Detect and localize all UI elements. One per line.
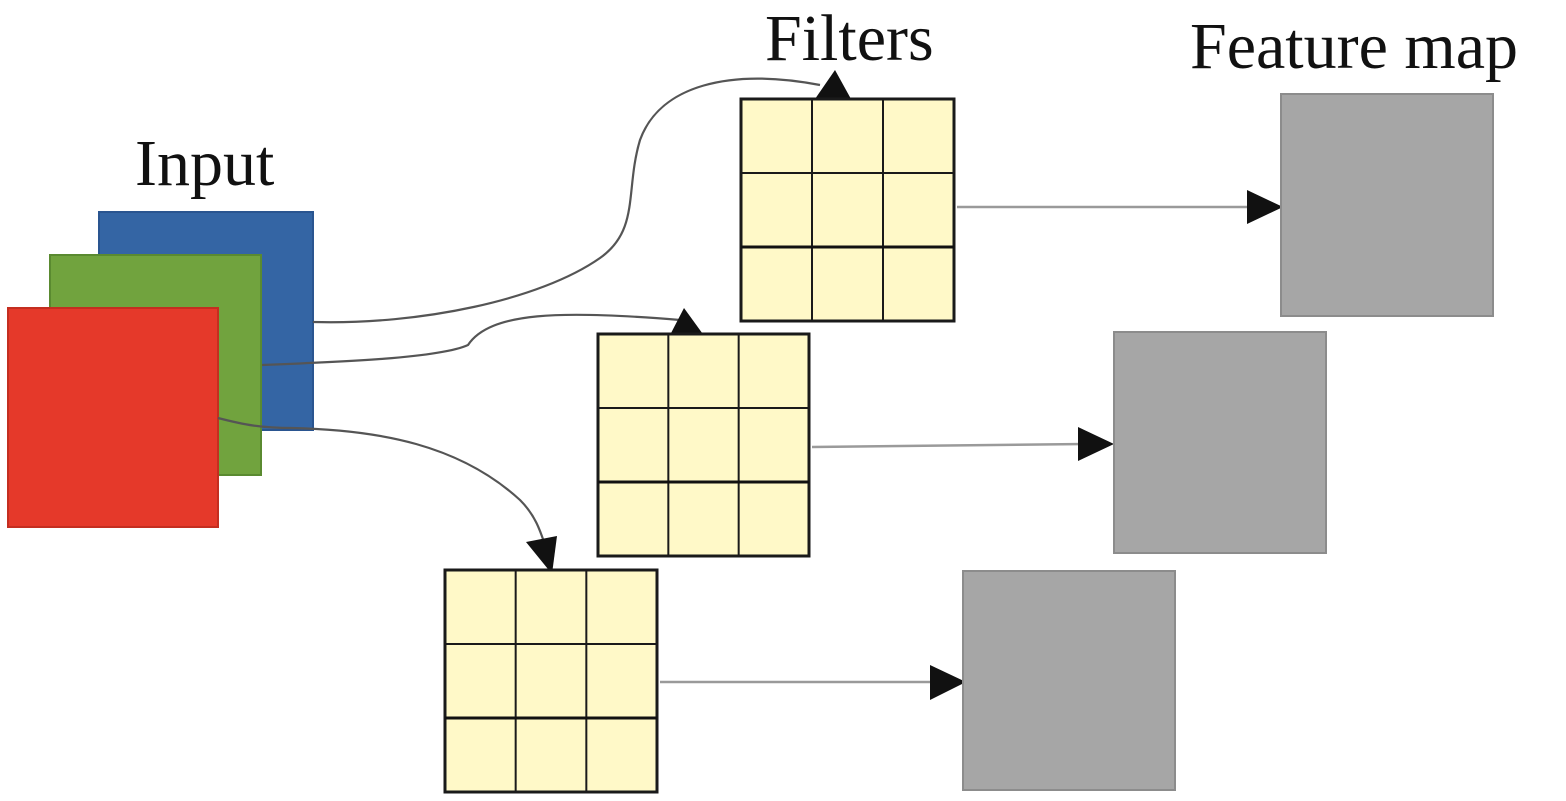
feature-map-label: Feature map <box>1190 10 1518 83</box>
arrow-line-2 <box>811 442 1086 449</box>
arrowhead-filter-2 <box>669 308 705 337</box>
filters-label: Filters <box>765 2 934 75</box>
feature-maps <box>962 93 1494 791</box>
red-channel <box>7 307 219 528</box>
arrowhead-feature-2 <box>1078 427 1114 461</box>
filter-to-feature-arrows <box>660 190 1283 700</box>
input-to-filter-connectors <box>217 77 821 546</box>
filter-1-background <box>739 97 956 323</box>
feature-map-1 <box>1280 93 1494 317</box>
connector-to-filter-3 <box>217 416 547 546</box>
feature-map-2 <box>1113 331 1327 554</box>
connector-to-filter-2 <box>261 313 681 367</box>
filter-3-background <box>443 568 659 794</box>
connector-to-filter-1 <box>312 77 821 324</box>
filter-1 <box>739 97 956 323</box>
filter-2 <box>596 332 811 558</box>
filter-3 <box>443 568 659 794</box>
filter-2-background <box>596 332 811 558</box>
arrowhead-feature-3 <box>930 665 966 700</box>
input-label: Input <box>135 127 274 200</box>
input-stack <box>7 211 314 528</box>
feature-map-3 <box>962 570 1176 791</box>
arrowhead-filter-3 <box>526 536 557 574</box>
arrowhead-filter-1 <box>815 70 851 99</box>
arrowhead-feature-1 <box>1247 190 1283 224</box>
